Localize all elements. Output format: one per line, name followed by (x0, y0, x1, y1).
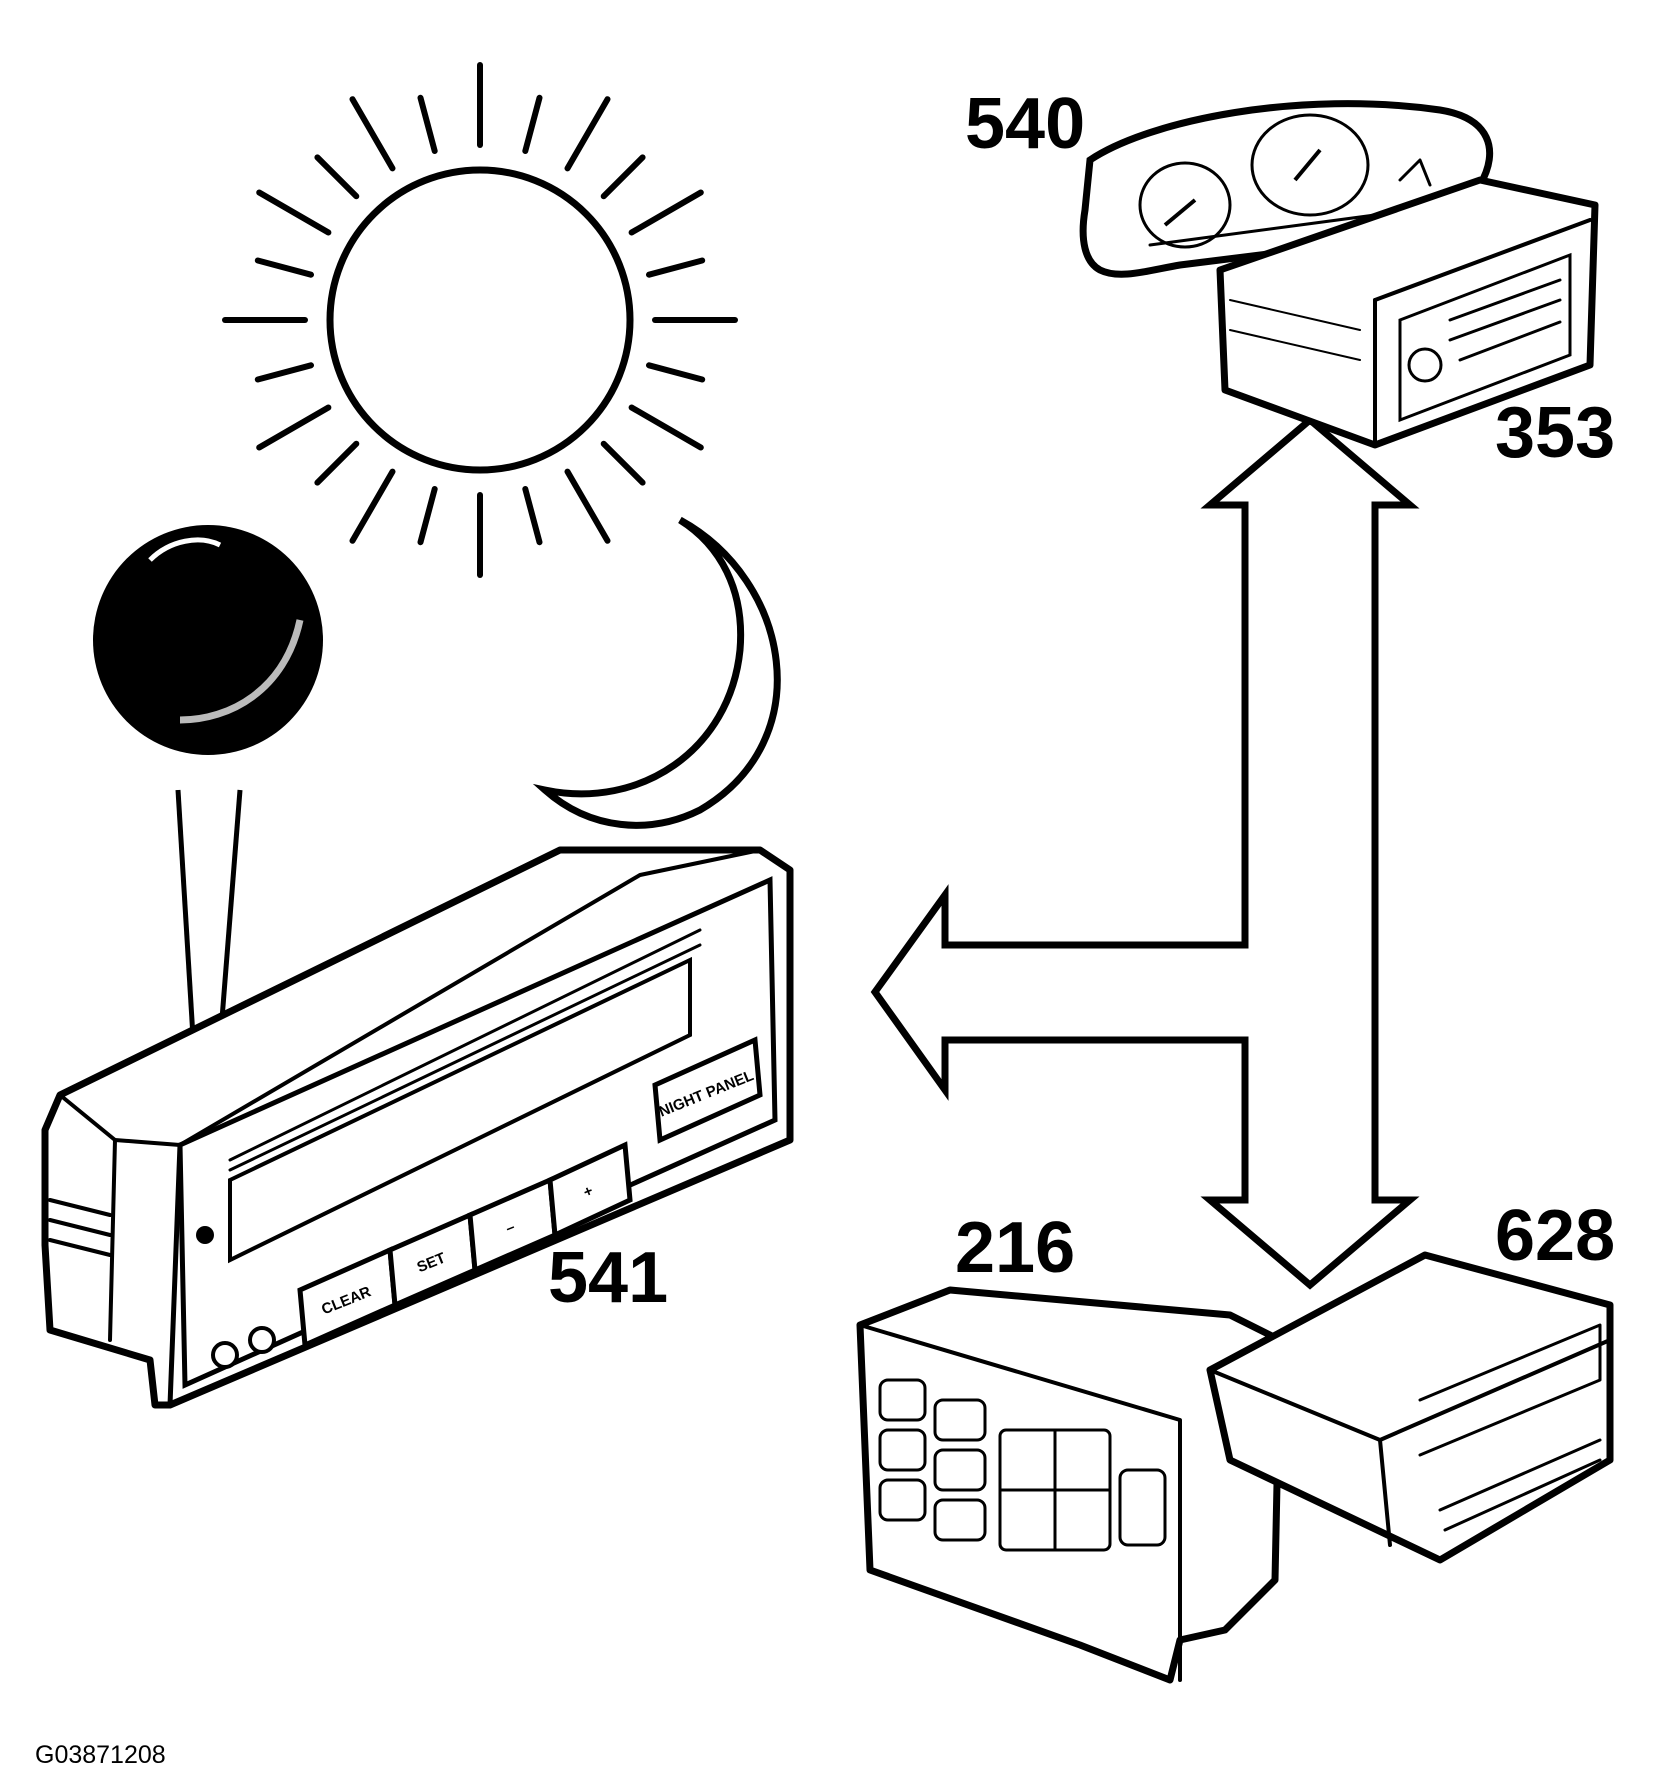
callout-216: 216 (955, 1208, 1075, 1288)
sun-ray (349, 468, 396, 544)
sun-icon (222, 62, 738, 578)
sun-ray (628, 404, 704, 451)
callout-541: 541 (548, 1238, 668, 1318)
sun-ray (314, 154, 360, 200)
sun-ray (522, 486, 543, 546)
moon-icon (532, 516, 781, 829)
radio-unit (1216, 176, 1599, 449)
sun-ray (256, 189, 332, 236)
module-628 (1206, 1251, 1614, 1564)
hvac-button-grid (878, 1378, 1167, 1552)
sun-ray (564, 468, 611, 544)
sun-ray (349, 96, 396, 172)
sun-ray (417, 486, 438, 546)
sun-ray (600, 440, 646, 486)
plus-button[interactable]: + (547, 1141, 633, 1239)
night-panel-button[interactable]: NIGHT PANEL (652, 1036, 763, 1144)
sun-ray (254, 362, 314, 383)
sun-ray (646, 362, 706, 383)
callout-353: 353 (1495, 393, 1615, 473)
sun-ray (254, 257, 314, 278)
sun-ray (628, 189, 704, 236)
callout-540: 540 (965, 84, 1085, 164)
sun-ray (564, 96, 611, 172)
sun-ray (646, 257, 706, 278)
sun-ray (314, 440, 360, 486)
dimmer-module: CLEAR SET – + NIGHT PANEL (41, 846, 794, 1409)
sun-ray (256, 404, 332, 451)
sun-ray (522, 94, 543, 154)
data-bus-arrows (870, 415, 1420, 1290)
hvac-control (856, 1286, 1284, 1684)
callout-628: 628 (1495, 1196, 1615, 1276)
figure-id: G03871208 (35, 1741, 166, 1769)
sun-ray (417, 94, 438, 154)
sun-ray (600, 154, 646, 200)
